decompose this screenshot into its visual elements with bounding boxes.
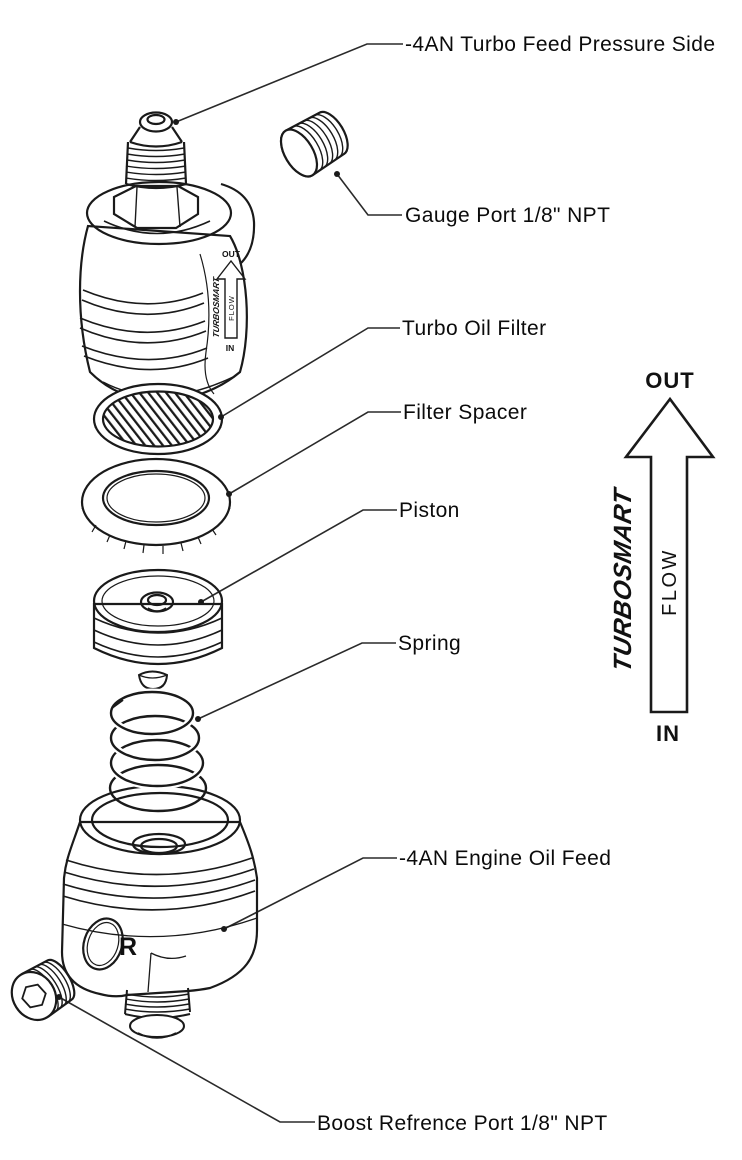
part-labels: -4AN Turbo Feed Pressure Side Gauge Port…	[317, 33, 715, 1135]
label-filter-spacer: Filter Spacer	[403, 401, 527, 424]
flow-in-label: IN	[656, 721, 680, 746]
hex-nut	[112, 184, 200, 230]
boost-port-plug	[10, 958, 76, 1022]
flow-brand-label: TURBOSMART	[609, 484, 637, 674]
decal-in-label: IN	[226, 343, 235, 353]
leader-engine-oil-feed	[223, 857, 397, 930]
leader-lines	[58, 43, 403, 1123]
leader-filter-spacer	[228, 411, 401, 495]
flow-indicator: OUT FLOW TURBOSMART IN	[609, 368, 716, 746]
lower-body-ribs	[62, 857, 256, 911]
decal-panel-edge	[199, 253, 215, 395]
leader-piston	[200, 509, 397, 603]
gauge-port-plug	[279, 110, 349, 178]
piston-nub	[137, 670, 169, 691]
label-turbo-feed-pressure-side: -4AN Turbo Feed Pressure Side	[405, 33, 715, 56]
upper-body-cap	[78, 180, 256, 403]
spacer-edge-hatch	[91, 524, 217, 554]
leader-spring	[197, 642, 396, 720]
lower-body	[60, 784, 259, 1039]
decal-arrow	[215, 259, 247, 339]
leader-boost-port	[58, 996, 315, 1123]
cap-rib-lines	[79, 289, 209, 371]
flow-flow-label: FLOW	[659, 548, 681, 616]
leader-turbo-feed	[175, 43, 403, 123]
r-body-marking: R	[119, 933, 137, 961]
turbo-oil-filter-part	[92, 382, 224, 456]
label-piston: Piston	[399, 499, 460, 522]
decal-flow-label: FLOW	[227, 295, 236, 321]
decal-brand-label: TURBOSMART	[211, 275, 221, 338]
decal-out-label: OUT	[222, 249, 241, 259]
leader-gauge-port	[336, 173, 402, 216]
flow-arrow	[623, 396, 716, 714]
label-turbo-oil-filter: Turbo Oil Filter	[402, 317, 546, 340]
leader-dots	[56, 119, 340, 1000]
label-boost-reference-port: Boost Refrence Port 1/8" NPT	[317, 1112, 608, 1135]
bottom-an-fitting	[124, 987, 191, 1039]
leader-turbo-oil-filter	[220, 327, 400, 418]
body-flow-decal: OUT FLOW TURBOSMART IN	[211, 249, 247, 353]
piston-part	[92, 568, 224, 691]
filter-spacer-part	[80, 457, 232, 554]
label-spring: Spring	[398, 632, 461, 655]
label-engine-oil-feed: -4AN Engine Oil Feed	[399, 847, 611, 870]
flow-out-label: OUT	[645, 368, 694, 393]
label-gauge-port: Gauge Port 1/8" NPT	[405, 204, 610, 227]
spring-part	[107, 688, 208, 813]
hex-socket	[21, 983, 47, 1009]
top-an-fitting	[103, 111, 211, 235]
side-port	[82, 917, 124, 971]
